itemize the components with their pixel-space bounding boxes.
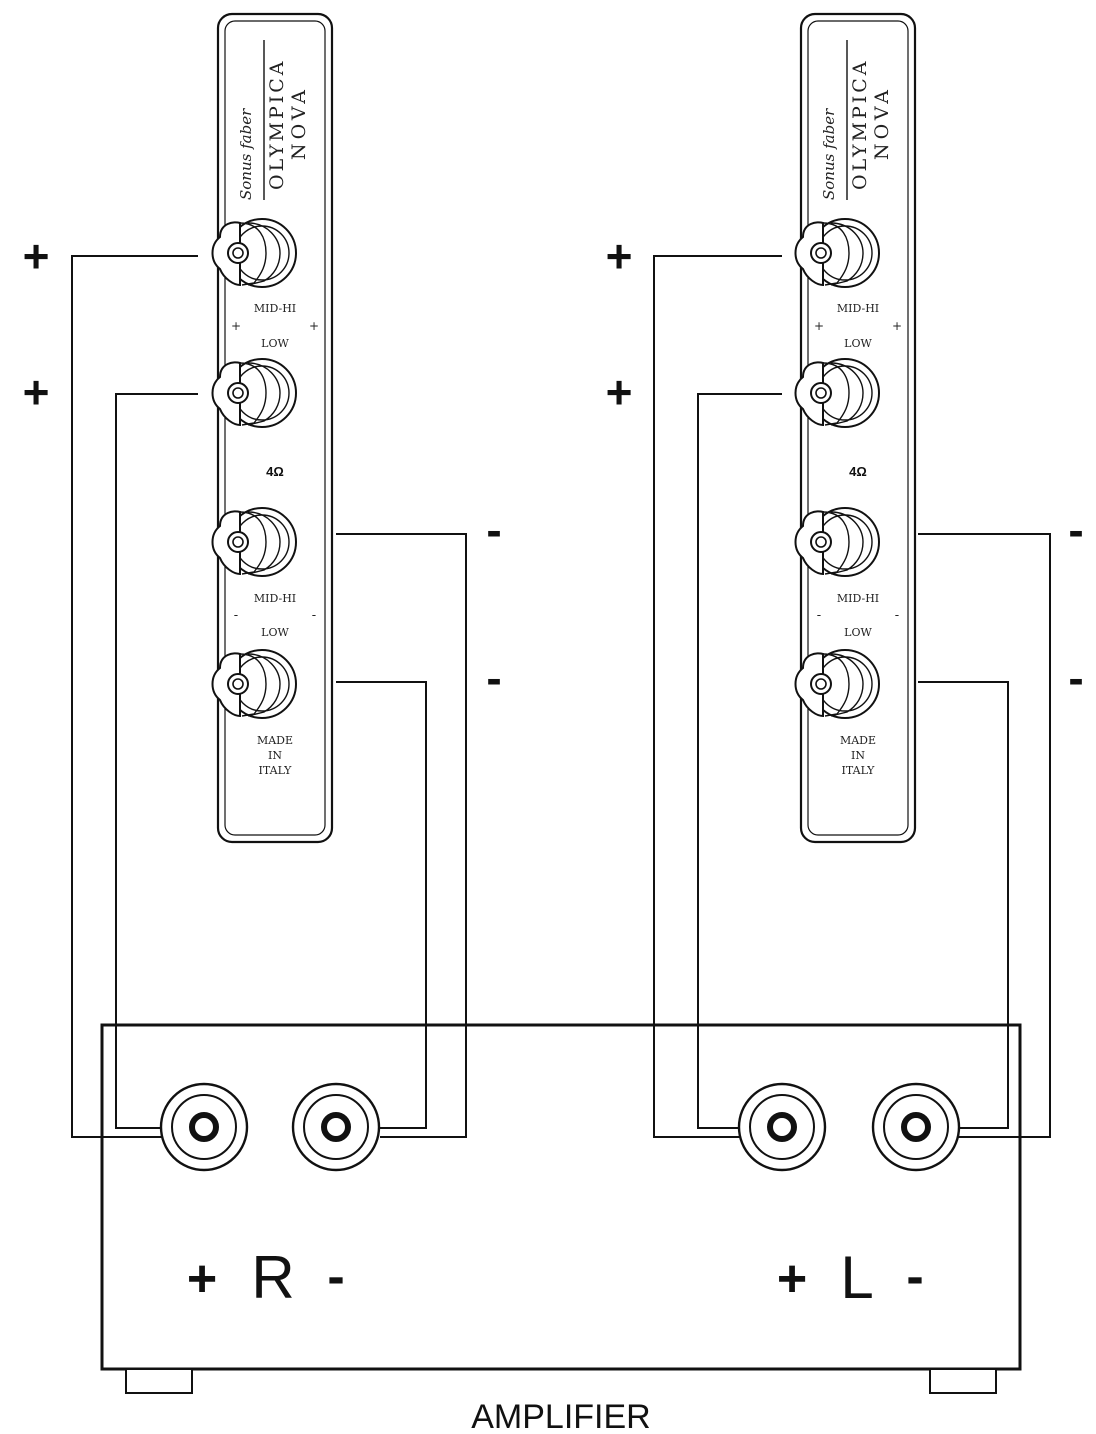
binding-post-low-plus	[794, 358, 880, 428]
sign-minus-low-right: -	[486, 652, 501, 704]
made-in-line2: IN	[851, 749, 865, 762]
amplifier-title: AMPLIFIER	[471, 1398, 650, 1434]
model-name-line1: OLYMPICA	[266, 58, 288, 190]
binding-post-mid-hi-plus	[794, 218, 880, 288]
label-mid-hi-top: MID-HI	[837, 302, 879, 315]
impedance-label: 4Ω	[266, 464, 284, 479]
brand-logo: Sonus faber	[820, 108, 838, 200]
made-in-line3: ITALY	[842, 764, 876, 777]
label-low-bottom: LOW	[261, 626, 289, 639]
made-in-line1: MADE	[257, 734, 293, 747]
binding-post-mid-hi-plus	[211, 218, 297, 288]
label-mid-hi-top: MID-HI	[254, 302, 296, 315]
amp-right-plus-label: +	[187, 1250, 217, 1308]
brand-logo: Sonus faber	[237, 108, 255, 200]
model-name-line2: NOVA	[871, 86, 893, 160]
amp-left-channel-letter: L	[840, 1244, 873, 1311]
binding-post-mid-hi-minus	[794, 507, 880, 577]
label-minus-left: -	[817, 608, 821, 623]
model-name-line1: OLYMPICA	[849, 58, 871, 190]
sign-minus-mid-hi-right: -	[486, 504, 501, 556]
made-in-line1: MADE	[840, 734, 876, 747]
sign-plus-mid-hi-left: +	[606, 230, 633, 282]
label-mid-hi-bottom: MID-HI	[837, 592, 879, 605]
binding-post-low-minus	[211, 649, 297, 719]
label-minus-right: -	[895, 608, 899, 623]
impedance-label: 4Ω	[849, 464, 867, 479]
amplifier-foot-left	[125, 1368, 193, 1394]
amp-left-plus-label: +	[777, 1250, 807, 1308]
label-plus-right: +	[892, 319, 902, 333]
amp-left-minus-label: -	[906, 1248, 923, 1306]
amp-terminal-left-minus	[873, 1084, 959, 1170]
label-mid-hi-bottom: MID-HI	[254, 592, 296, 605]
binding-post-low-plus	[211, 358, 297, 428]
amp-terminal-left-plus	[739, 1084, 825, 1170]
model-name-line2: NOVA	[288, 86, 310, 160]
label-plus-left: +	[814, 319, 824, 333]
made-in-line2: IN	[268, 749, 282, 762]
amp-right-minus-label: -	[327, 1248, 344, 1306]
binding-post-mid-hi-minus	[211, 507, 297, 577]
amplifier-foot-right	[929, 1368, 997, 1394]
label-plus-left: +	[231, 319, 241, 333]
amplifier: + R - + L - AMPLIFIER	[100, 1023, 1022, 1434]
label-low-top: LOW	[844, 337, 872, 350]
label-plus-right: +	[309, 319, 319, 333]
amp-right-channel-letter: R	[251, 1244, 294, 1311]
speaker-terminal-plate-2: Sonus faber OLYMPICA NOVA MID-HI + + LOW…	[794, 12, 917, 844]
amp-terminal-right-minus	[293, 1084, 379, 1170]
label-low-bottom: LOW	[844, 626, 872, 639]
label-low-top: LOW	[261, 337, 289, 350]
label-minus-right: -	[312, 608, 316, 623]
amp-terminal-right-plus	[161, 1084, 247, 1170]
plate-inner-outline	[807, 20, 909, 836]
amplifier-body	[100, 1023, 1022, 1371]
sign-minus-low-left: -	[1068, 652, 1083, 704]
wire-polarity-signs: + + - - + + - -	[23, 230, 1084, 704]
plate-outline	[216, 12, 334, 844]
plate-outline	[799, 12, 917, 844]
made-in-line3: ITALY	[259, 764, 293, 777]
binding-post-low-minus	[794, 649, 880, 719]
label-minus-left: -	[234, 608, 238, 623]
sign-plus-mid-hi-right: +	[23, 230, 50, 282]
sign-minus-mid-hi-left: -	[1068, 504, 1083, 556]
wires-right-channel	[71, 255, 467, 1138]
sign-plus-low-left: +	[606, 366, 633, 418]
speaker-terminal-plate-1: Sonus faber OLYMPICA NOVA MID-HI + + LOW…	[211, 12, 334, 844]
wires-left-channel	[653, 255, 1051, 1138]
sign-plus-low-right: +	[23, 366, 50, 418]
plate-inner-outline	[224, 20, 326, 836]
